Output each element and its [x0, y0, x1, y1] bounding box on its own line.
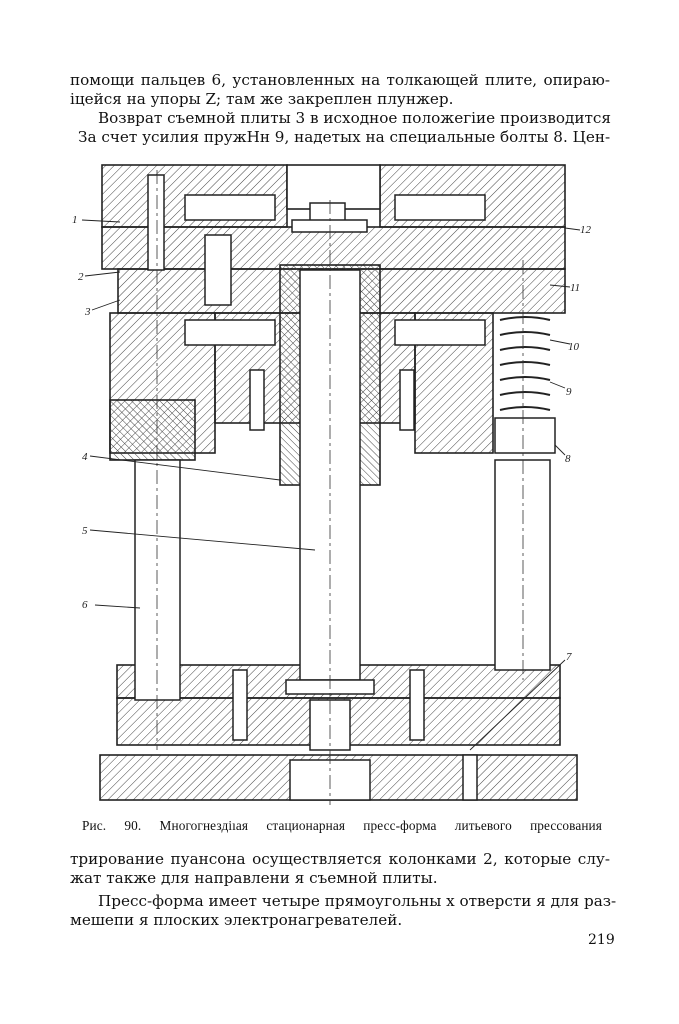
press-mold-drawing: 1 2 3 4 5 6 7 8 9 10 11 12 [72, 164, 592, 805]
callout-5: 5 [82, 525, 88, 537]
guide-column-left [134, 459, 181, 701]
callout-4: 4 [82, 451, 88, 463]
callout-6: 6 [82, 599, 88, 611]
text-line: жат также для направлени я съемной плиты… [70, 869, 438, 887]
figure-caption: Рис. 90. Многогнездіıая стационарная пре… [82, 818, 602, 833]
callout-1: 1 [72, 214, 78, 226]
guide-bush [109, 399, 196, 461]
callout-8: 8 [565, 453, 571, 465]
text-line: мешепи я плоских электронагревателей. [70, 911, 403, 929]
spring [499, 316, 551, 411]
leader-lines [81, 219, 581, 751]
guide-column-right [494, 459, 551, 671]
callout-2: 2 [78, 271, 84, 283]
paragraph-continued: помощи пальцев 6, установленных на толка… [70, 71, 612, 147]
callout-9: 9 [566, 386, 572, 398]
callout-12: 12 [580, 224, 592, 236]
callout-11: 11 [570, 282, 580, 294]
callout-7: 7 [566, 651, 572, 663]
text-line: трирование пуансона осуществляется колон… [70, 850, 610, 868]
text-line: За счет усилия пружНн 9, надетых на спец… [78, 128, 611, 146]
callout-10: 10 [568, 341, 580, 353]
special-bolt-head [494, 417, 556, 454]
callout-labels: 1 2 3 4 5 6 7 8 9 10 11 12 [72, 214, 592, 663]
text-line: іцейся на упоры Z; там же закреплен плун… [70, 90, 454, 108]
plate-12 [101, 226, 566, 270]
page-number: 219 [588, 932, 615, 948]
callout-3: 3 [84, 306, 91, 318]
text-line: Пресс-форма имеет четыре прямоугольны х … [98, 892, 617, 910]
paragraph-after-figure: трирование пуансона осуществляется колон… [70, 850, 617, 930]
text-line: помощи пальцев 6, установленных на толка… [70, 71, 610, 89]
text-line: Возврат съемной плиты 3 в исходное полож… [98, 109, 612, 127]
